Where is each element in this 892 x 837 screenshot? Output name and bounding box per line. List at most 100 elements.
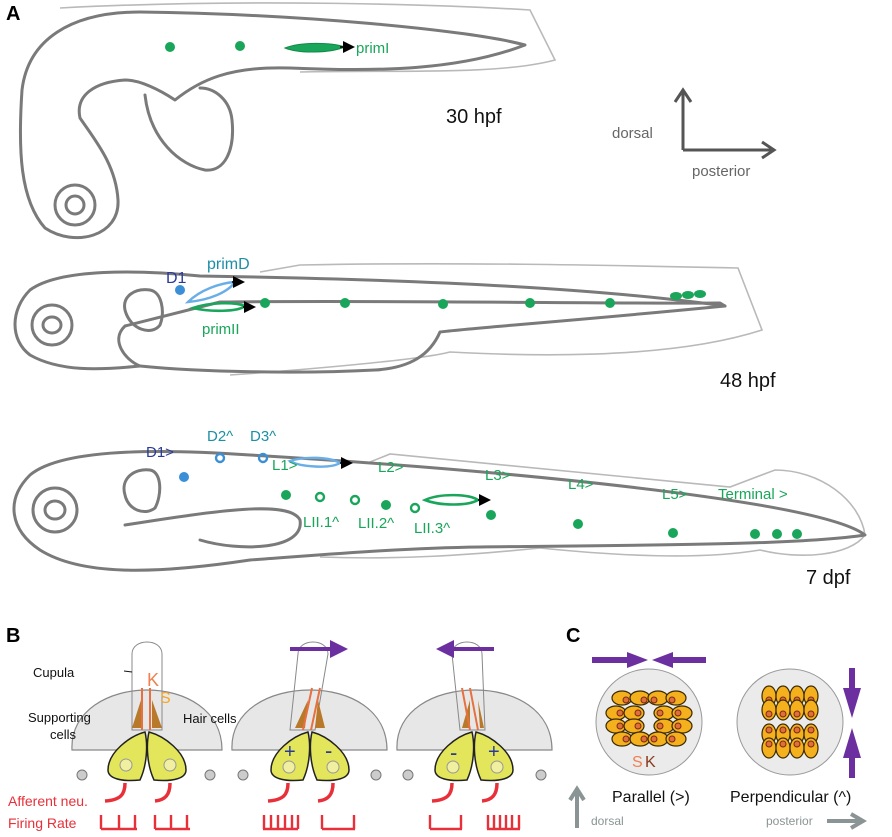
l3-label: L3>: [485, 467, 511, 484]
neuromast-rest: [71, 641, 223, 831]
primD-label: primD: [207, 256, 250, 273]
neuromast-l3: [486, 510, 496, 520]
cupula-label: Cupula: [33, 665, 75, 680]
hair-cell: [611, 690, 633, 706]
hair-cell: [803, 699, 819, 721]
lii1-label: LII.1^: [303, 514, 339, 531]
hair-cell-bundle-perpendicular: [761, 685, 819, 759]
neuromast: [525, 298, 535, 308]
neuromast-l5: [668, 528, 678, 538]
kinocilium: [779, 740, 787, 748]
hair-cell: [803, 737, 819, 759]
kinocilium: [765, 726, 773, 734]
kinocilium: [656, 709, 664, 717]
neuromast: [438, 299, 448, 309]
neuromast-l2: [381, 500, 391, 510]
kinocilium: [656, 722, 664, 730]
kinocilium: [634, 709, 642, 717]
l2-label: L2>: [378, 459, 404, 476]
terminal-label: Terminal >: [718, 486, 788, 503]
kinocilium: [807, 710, 815, 718]
kinocilium: [640, 735, 648, 743]
primordium-primI: [283, 42, 347, 53]
kinocilium: [807, 726, 815, 734]
fish-30hpf: primI 30 hpf: [18, 2, 557, 240]
stage-label-30hpf: 30 hpf: [446, 106, 502, 128]
neuromast: [260, 298, 270, 308]
hair-cell: [665, 690, 687, 706]
d1-label: D1>: [146, 444, 174, 461]
hair-cells-label: Hair cells: [183, 711, 237, 726]
stereocilia-label: S: [632, 754, 643, 771]
panel-label-c: C: [566, 625, 580, 647]
primordium-primII: [421, 493, 481, 506]
primordium-primII: [188, 301, 248, 313]
dorsal-label: dorsal: [591, 814, 624, 828]
deflection-arrow-left-icon: [436, 640, 494, 658]
d1-label: D1: [166, 270, 187, 287]
kinocilium: [779, 710, 787, 718]
kinocilium: [668, 696, 676, 704]
compression-arrow-up-icon: [843, 728, 861, 778]
hair-cell: [665, 731, 687, 747]
depolarized-sign: +: [284, 741, 296, 763]
kinocilium: [807, 740, 815, 748]
parallel-neuromast: S K: [592, 652, 706, 776]
cupula: [131, 641, 163, 731]
stereocilia-label: S: [160, 690, 171, 707]
fish-48hpf: D1 primD primII 48 hpf: [13, 256, 776, 392]
kinocilium: [640, 696, 648, 704]
depolarized-sign: +: [488, 741, 500, 763]
dorsal-arrow-icon: [568, 785, 586, 828]
kinocilium: [616, 709, 624, 717]
hair-cell-bundle-parallel: [605, 690, 693, 747]
stage-label-7dpf: 7 dpf: [806, 567, 851, 589]
posterior-label: posterior: [692, 163, 750, 180]
neuromast-terminal: [792, 529, 802, 539]
perpendicular-label: Perpendicular (^): [730, 789, 851, 806]
afferent-neuron-label: Afferent neu.: [8, 793, 88, 809]
primII-label: primII: [202, 321, 240, 338]
kinocilium: [668, 735, 676, 743]
kinocilium: [650, 735, 658, 743]
kinocilium: [674, 722, 682, 730]
posterior-arrow-icon: [683, 140, 777, 160]
kinocilium: [622, 696, 630, 704]
firing-rate-spikes: [486, 815, 521, 831]
firing-rate-spikes: [153, 815, 190, 831]
neuromast: [165, 42, 175, 52]
neuromast-terminal: [750, 529, 760, 539]
l5-label: L5>: [662, 486, 688, 503]
deflection-arrow-right-icon: [290, 640, 348, 658]
kinocilium: [765, 740, 773, 748]
primordium-primD: [184, 280, 238, 304]
neuromast-d1: [175, 285, 185, 295]
stage-label-48hpf: 48 hpf: [720, 370, 776, 392]
neuromast-d1: [179, 472, 189, 482]
dorsal-label: dorsal: [612, 125, 653, 142]
primordium-cluster: [670, 290, 706, 300]
neuromast: [235, 41, 245, 51]
kinocilium: [765, 710, 773, 718]
primI-label: primI: [356, 40, 389, 57]
panel-label-b: B: [6, 625, 20, 647]
neuromast-d3: [257, 452, 269, 464]
orientation-axes: dorsal posterior: [612, 87, 777, 180]
kinocilium: [793, 740, 801, 748]
kinocilium: [616, 722, 624, 730]
supporting-cells-label-2: cells: [50, 727, 77, 742]
kinocilium: [674, 709, 682, 717]
kinocilium: [650, 696, 658, 704]
fish-7dpf: D1> D2^ D3^ L1> L2> L3> L4> L5> Terminal…: [12, 428, 867, 589]
lii3-label: LII.3^: [414, 520, 450, 537]
kinocilium-label: K: [147, 670, 159, 690]
l4-label: L4>: [568, 476, 594, 493]
compression-arrow-down-icon: [843, 668, 861, 718]
neuromast-d2: [214, 452, 226, 464]
d3-label: D3^: [250, 428, 276, 445]
compression-arrow-left-icon: [652, 652, 706, 668]
perpendicular-neuromast: [736, 668, 861, 778]
lii2-label: LII.2^: [358, 515, 394, 532]
neuromast-deflected-posterior: + -: [231, 640, 388, 831]
